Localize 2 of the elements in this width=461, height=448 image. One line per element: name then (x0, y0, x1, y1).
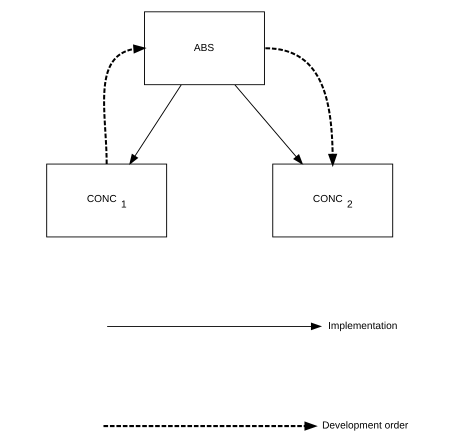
legend-label: Implementation (328, 321, 397, 332)
legend-label: Development order (322, 420, 408, 432)
